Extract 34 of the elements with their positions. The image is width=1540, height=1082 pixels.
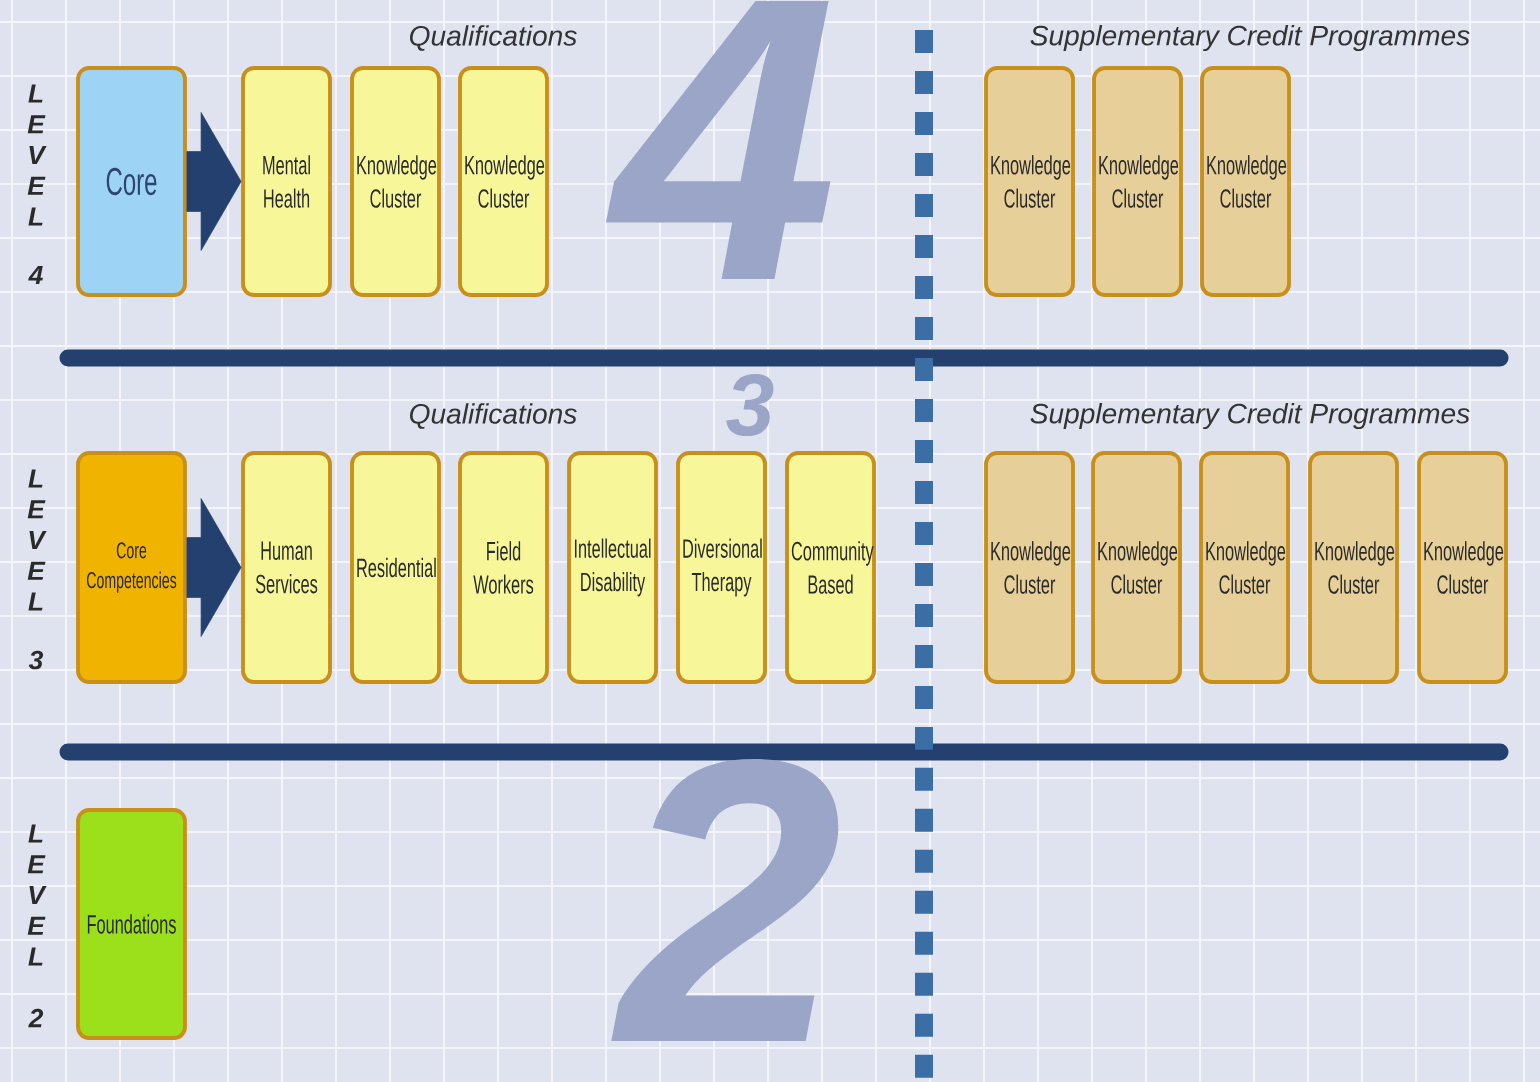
qualification-box: Core Competencies [76,451,187,684]
qualification-box: Knowledge Cluster [1308,451,1399,684]
qualification-box: Knowledge Cluster [1199,451,1290,684]
qualification-box: Human Services [241,451,332,684]
section-heading: Qualifications [410,403,577,429]
section-heading: Supplementary Credit Programmes [1030,24,1470,52]
qualification-box: Core [76,66,187,297]
section-heading: Qualifications [410,25,577,51]
qualification-box: Knowledge Cluster [1092,66,1183,297]
level-label: L E V E L [27,84,47,226]
qualification-box: Knowledge Cluster [1091,451,1182,684]
qualification-box: Knowledge Cluster [984,66,1075,297]
level-number: 2 [28,1008,44,1028]
section-heading: Supplementary Credit Programmes [1030,402,1470,430]
qualification-box: Diversional Therapy [676,451,767,684]
qualification-box: Knowledge Cluster [984,451,1075,684]
qualification-box: Residential [350,451,441,684]
qualification-box: Knowledge Cluster [1200,66,1291,297]
level-watermark-number: 2 [611,758,839,1042]
level-label: L E V E L [27,469,47,611]
level-watermark-number: 3 [726,373,774,437]
qualification-box: Knowledge Cluster [1417,451,1508,684]
block-arrow [186,112,242,251]
level-number: 4 [28,265,43,285]
level-label: L E V E L [27,824,47,966]
block-arrow [186,498,242,637]
level-watermark-number: 4 [605,1,831,279]
qualification-box: Knowledge Cluster [458,66,549,297]
qualification-box: Knowledge Cluster [350,66,441,297]
qualification-box: Field Workers [458,451,549,684]
qualification-box: Mental Health [241,66,332,297]
qualification-box: Intellectual Disability [567,451,658,684]
level-number: 3 [28,650,44,670]
qualification-box: Foundations [76,808,187,1040]
